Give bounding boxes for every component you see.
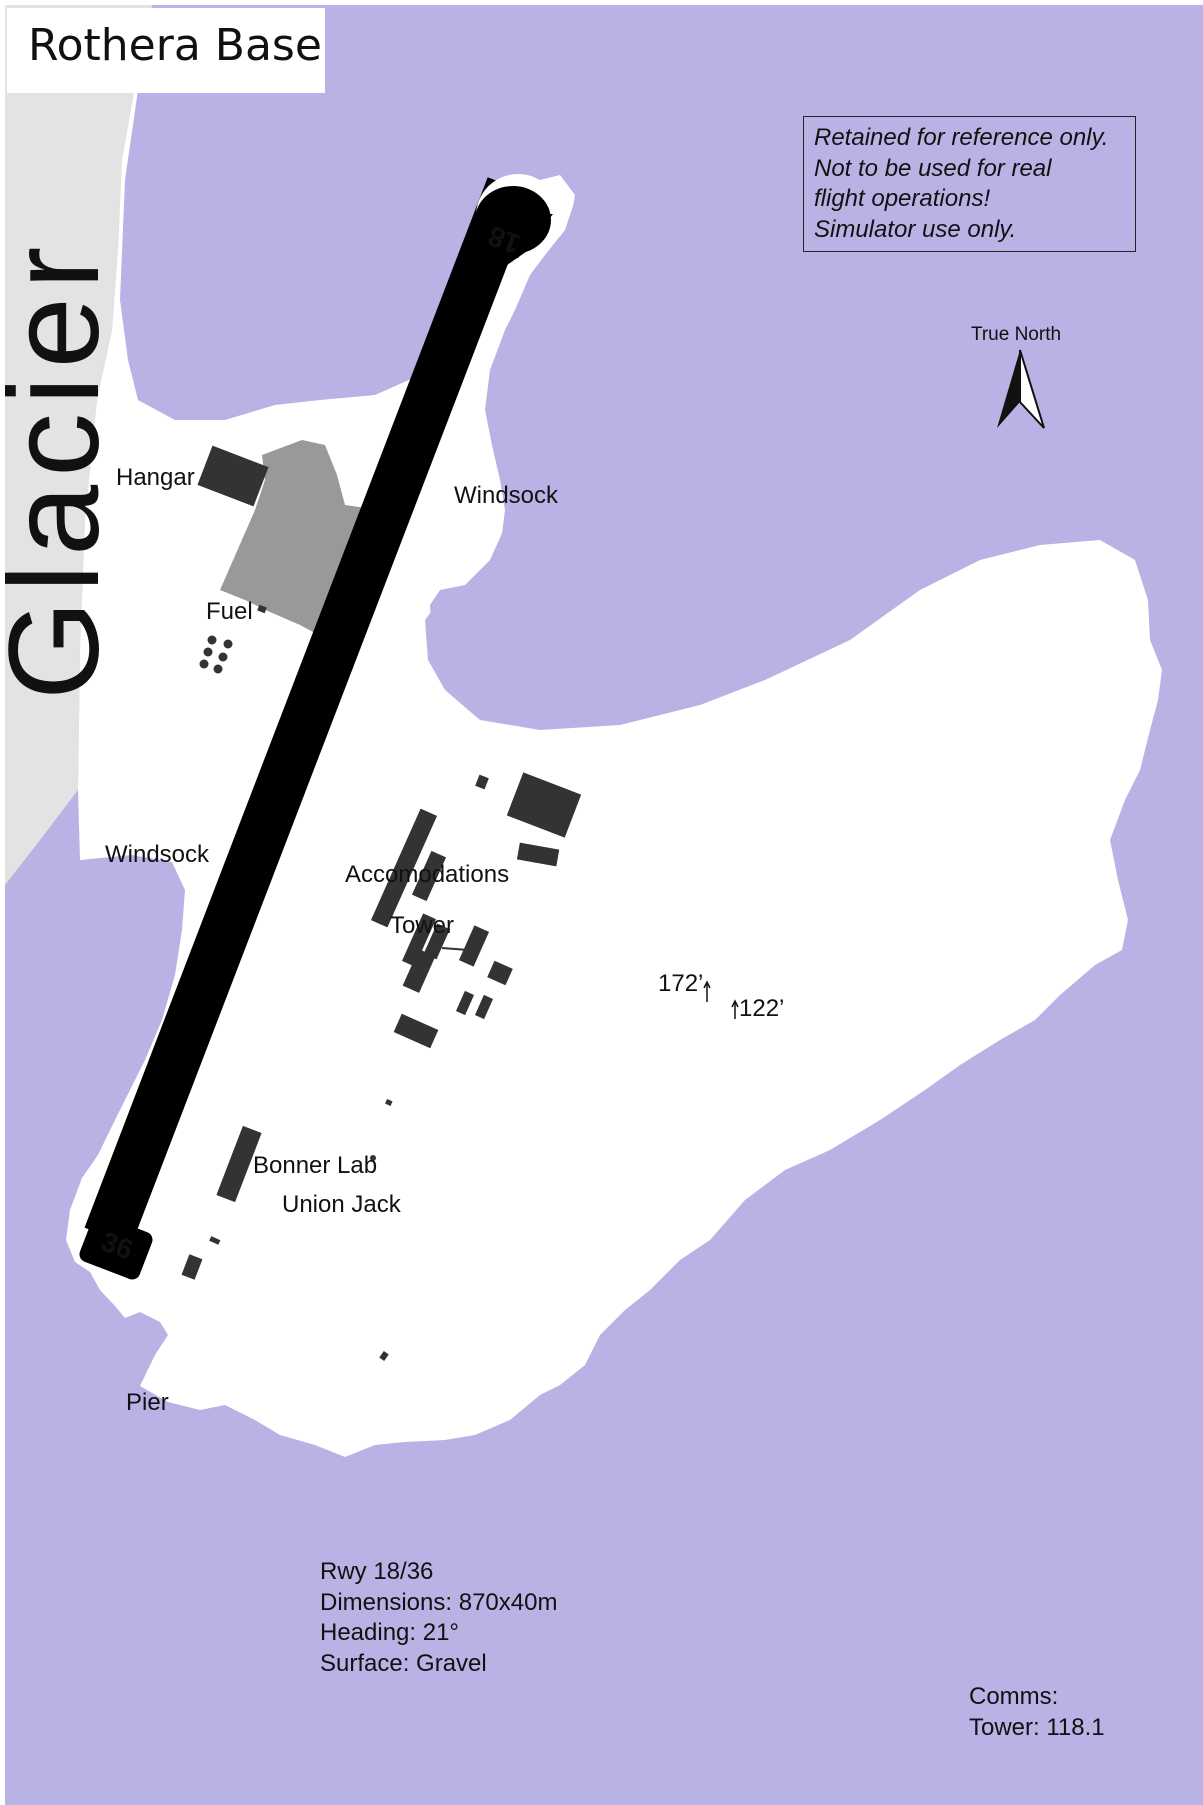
disclaimer-line: Simulator use only. [814,215,1017,243]
label-accommodations: Accomodations [345,861,509,888]
title-box [7,8,325,93]
label-hangar: Hangar [116,464,195,491]
runway-surface [84,177,535,1246]
label-bonner-lab: Bonner Lab [253,1152,377,1179]
runway-info-line: Rwy 18/36 [320,1558,434,1585]
label-elevation-172: 172’ [658,970,703,997]
comms-line: Tower: 118.1 [969,1713,1105,1741]
glacier [5,5,152,885]
label-pier: Pier [126,1389,169,1416]
land [66,5,1162,1457]
glacier-label: Glacier [0,239,126,700]
comms-line: Comms: [969,1683,1059,1710]
runway-info-line: Dimensions: 870x40m [320,1588,558,1616]
label-windsock-north: Windsock [454,482,559,509]
runway-south-end [79,1214,153,1280]
bay [430,5,1203,722]
map-labels: Hangar Windsock Fuel Windsock Accomodati… [105,464,784,1416]
tower-link [441,947,470,959]
label-union-jack: Union Jack [282,1191,402,1218]
base-buildings [181,772,582,1361]
elevation-markers [703,980,739,1019]
disclaimer-line: Not to be used for real [814,154,1052,182]
runway-info: Rwy 18/36 Dimensions: 870x40m Heading: 2… [320,1557,557,1679]
label-windsock-west: Windsock [105,841,210,868]
fuel-tanks [199,604,267,674]
label-tower: Tower [390,912,454,939]
comms-info: Comms: Tower: 118.1 [969,1682,1105,1743]
disclaimer-line: Retained for reference only. [814,124,1109,151]
hangar-building [197,445,269,507]
page-title: Rothera Base [28,20,322,71]
label-fuel: Fuel [206,598,253,625]
runway-info-line: Surface: Gravel [320,1649,487,1677]
runway-info-line: Heading: 21° [320,1619,460,1646]
disclaimer-box: Retained for reference only. Not to be u… [803,116,1136,252]
north-arrow-icon [997,349,1045,429]
disclaimer-line: flight operations! [814,185,991,212]
label-elevation-122: 122’ [739,995,784,1022]
north-label: True North [971,324,1061,345]
